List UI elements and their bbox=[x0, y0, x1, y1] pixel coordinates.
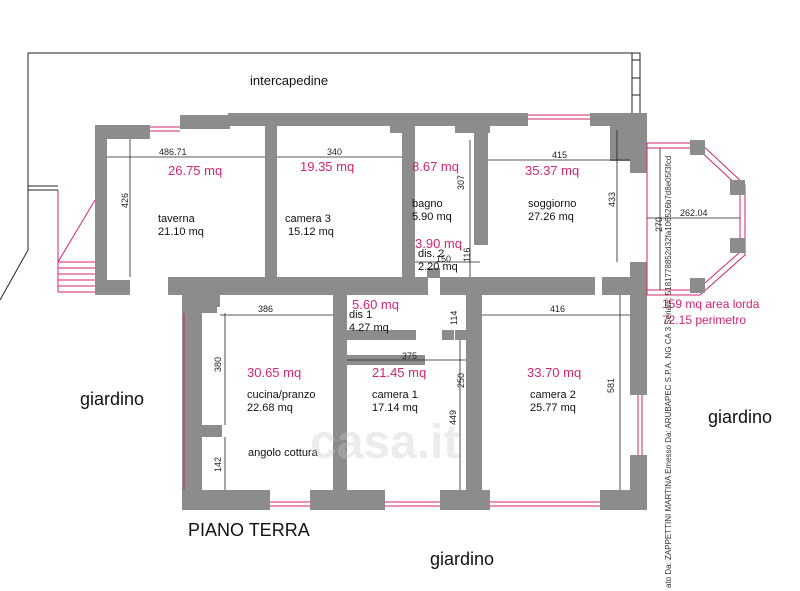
windows bbox=[150, 114, 643, 507]
room-taverna-mq: 21.10 mq bbox=[158, 226, 204, 238]
room-taverna-name: taverna bbox=[158, 213, 195, 225]
room-camera3-mq: 15.12 mq bbox=[288, 226, 334, 238]
area-camera1: 21.45 mq bbox=[372, 365, 427, 380]
area-cucina: 30.65 mq bbox=[247, 365, 302, 380]
intercapedine-outline bbox=[0, 52, 641, 301]
room-dis1-name: dis 1 bbox=[349, 309, 373, 321]
room-soggiorno-mq: 27.26 mq bbox=[528, 211, 574, 223]
dim-camera2-h: 581 bbox=[606, 377, 616, 393]
dim-cucina-h2: 142 bbox=[213, 456, 223, 472]
room-dis1-mq: 4.27 mq bbox=[349, 322, 389, 334]
area-taverna: 26.75 mq bbox=[168, 163, 223, 178]
dim-dis1-h: 114 bbox=[449, 310, 459, 325]
garden-right-label: giardino bbox=[708, 407, 773, 427]
total-area-label: 159 mq area lorda bbox=[662, 297, 760, 311]
dim-camera1-h: 250 bbox=[456, 372, 466, 388]
dimension-lines bbox=[107, 130, 630, 490]
room-camera2-mq: 25.77 mq bbox=[530, 402, 576, 414]
area-camera2: 33.70 mq bbox=[527, 365, 582, 380]
area-soggiorno: 35.37 mq bbox=[525, 163, 580, 178]
dim-dis2-h: 116 bbox=[462, 247, 472, 262]
dim-cucina-h: 380 bbox=[213, 356, 223, 372]
perimeter-label: 72.15 perimetro bbox=[662, 313, 747, 327]
dim-taverna-h: 426 bbox=[120, 192, 130, 208]
room-camera2-name: camera 2 bbox=[530, 389, 576, 401]
area-dis1: 5.60 mq bbox=[352, 297, 399, 312]
intercapedine-label: intercapedine bbox=[250, 73, 329, 88]
dim-camera3-w: 340 bbox=[327, 147, 343, 157]
floor-label: PIANO TERRA bbox=[188, 520, 310, 540]
dim-dis2-w: 150 bbox=[436, 254, 452, 264]
dim-camera2-w: 416 bbox=[550, 304, 566, 314]
room-camera3-name: camera 3 bbox=[285, 213, 331, 225]
dim-bow-h: 270 bbox=[654, 216, 664, 232]
dim-taverna-w: 486.71 bbox=[159, 147, 187, 157]
room-dis2-name: dis. 2 bbox=[418, 248, 445, 260]
room-camera1-mq: 17.14 mq bbox=[372, 402, 418, 414]
signature-side-text: ato Da: ZAPPETTINI MARTINA Emesso Da: AR… bbox=[664, 155, 673, 588]
dim-cucina-w: 386 bbox=[258, 304, 274, 314]
dim-bow-w: 262.04 bbox=[680, 208, 708, 218]
area-dis2: 3.90 mq bbox=[415, 236, 462, 251]
bow-window bbox=[646, 140, 746, 296]
room-bagno-name: bagno bbox=[412, 198, 443, 210]
dim-camera1-w: 375 bbox=[402, 351, 418, 361]
area-camera3: 19.35 mq bbox=[300, 159, 355, 174]
room-bagno-mq: 5.90 mq bbox=[412, 211, 452, 223]
room-soggiorno-name: soggiorno bbox=[528, 198, 577, 210]
stairs bbox=[57, 190, 96, 293]
dim-soggiorno-h: 433 bbox=[607, 191, 617, 207]
room-cucina-mq: 22.68 mq bbox=[247, 402, 293, 414]
room-cucina-name: cucina/pranzo bbox=[247, 389, 316, 401]
walls bbox=[95, 113, 647, 510]
room-dis2-mq: 2.20 mq bbox=[418, 261, 458, 273]
area-bagno: 8.67 mq bbox=[412, 159, 459, 174]
dim-bagno-h: 307 bbox=[456, 174, 466, 190]
watermark: casa.it bbox=[310, 416, 460, 469]
garden-bottom-label: giardino bbox=[430, 549, 495, 569]
garden-left-label: giardino bbox=[80, 389, 145, 409]
room-camera1-name: camera 1 bbox=[372, 389, 418, 401]
dim-soggiorno-w: 415 bbox=[552, 150, 568, 160]
room-cucina-note: angolo cottura bbox=[248, 447, 318, 459]
